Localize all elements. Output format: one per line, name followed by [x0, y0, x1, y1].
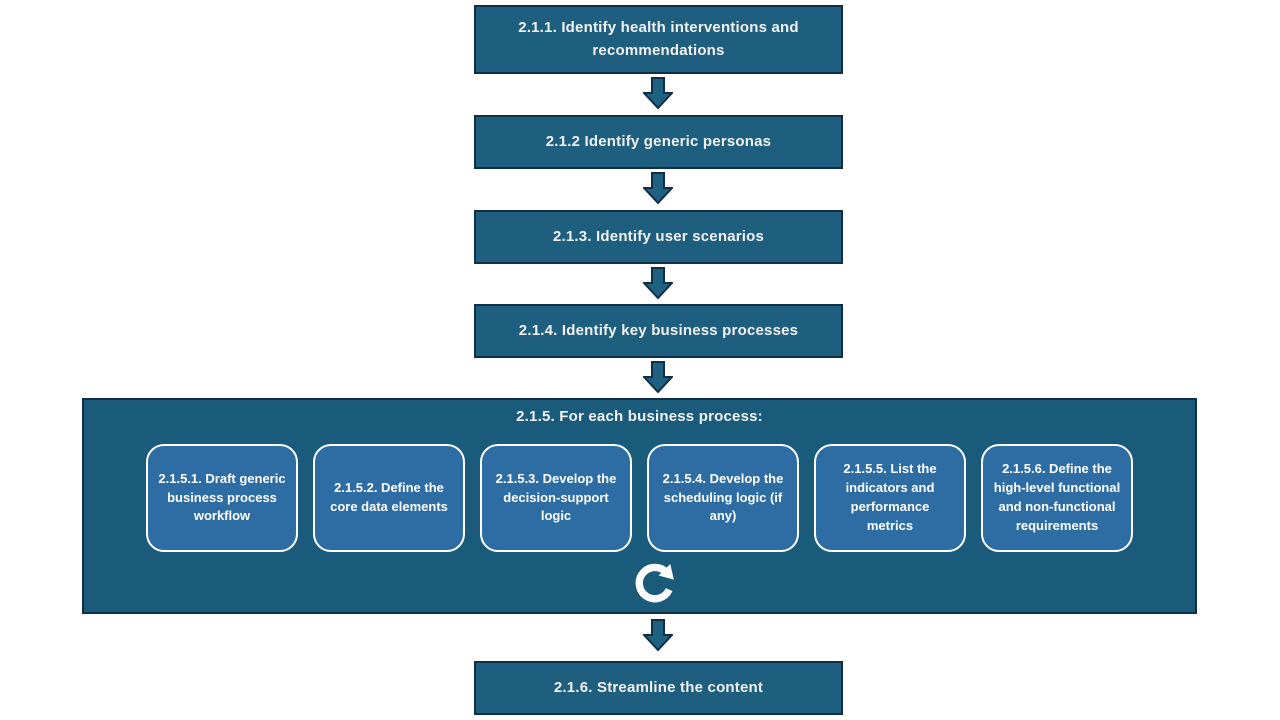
- flow-step-2-1-3: 2.1.3. Identify user scenarios: [474, 210, 843, 264]
- loop-arrow-icon: [635, 563, 674, 603]
- flow-step-2-1-6: 2.1.6. Streamline the content: [474, 661, 843, 715]
- flow-substep-2-1-5-3: 2.1.5.3. Develop the decision-support lo…: [480, 444, 632, 552]
- flow-group-2-1-5: 2.1.5. For each business process: 2.1.5.…: [82, 398, 1197, 614]
- down-arrow-icon: [643, 619, 673, 651]
- substeps-row: 2.1.5.1. Draft generic business process …: [84, 444, 1195, 552]
- flow-substep-2-1-5-1: 2.1.5.1. Draft generic business process …: [146, 444, 298, 552]
- flow-step-2-1-1: 2.1.1. Identify health interventions and…: [474, 5, 843, 74]
- down-arrow-icon: [643, 172, 673, 204]
- down-arrow-icon: [643, 361, 673, 393]
- down-arrow-icon: [643, 267, 673, 299]
- flow-step-2-1-4: 2.1.4. Identify key business processes: [474, 304, 843, 358]
- down-arrow-icon: [643, 77, 673, 109]
- flow-substep-2-1-5-4: 2.1.5.4. Develop the scheduling logic (i…: [647, 444, 799, 552]
- flow-substep-2-1-5-2: 2.1.5.2. Define the core data elements: [313, 444, 465, 552]
- group-title: 2.1.5. For each business process:: [516, 408, 763, 425]
- flow-substep-2-1-5-5: 2.1.5.5. List the indicators and perform…: [814, 444, 966, 552]
- flow-step-2-1-2: 2.1.2 Identify generic personas: [474, 115, 843, 169]
- flow-substep-2-1-5-6: 2.1.5.6. Define the high-level functiona…: [981, 444, 1133, 552]
